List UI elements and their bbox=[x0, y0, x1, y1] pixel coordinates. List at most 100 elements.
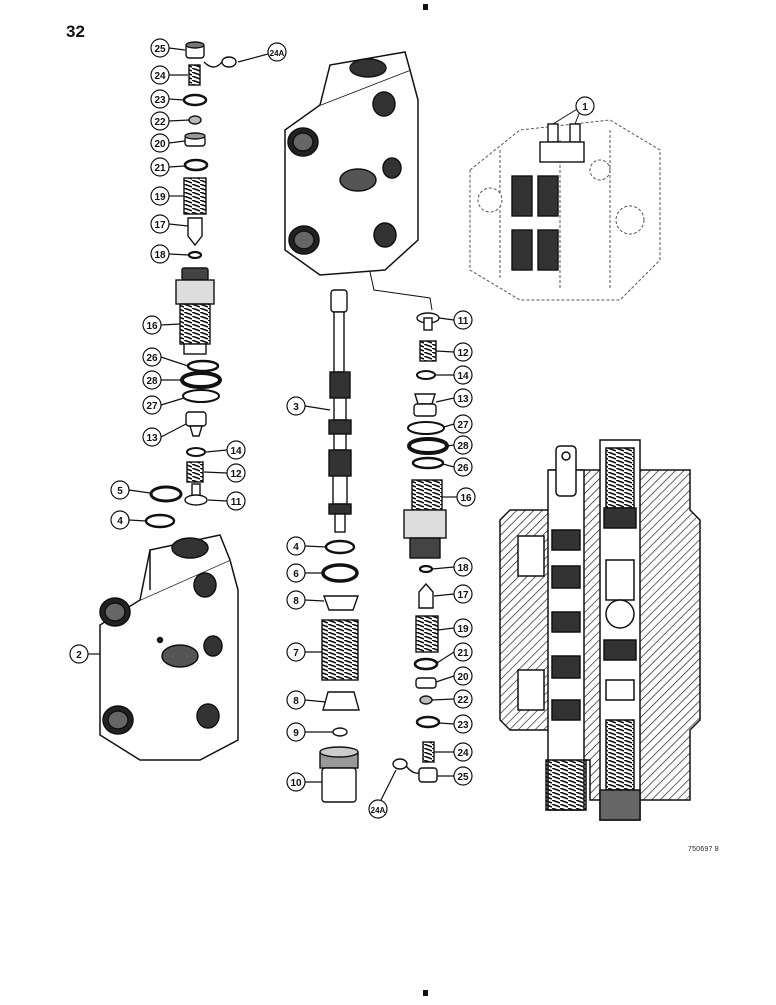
svg-text:27: 27 bbox=[457, 420, 469, 431]
registration-mark-bottom bbox=[423, 990, 428, 996]
part-14-oring-right bbox=[416, 370, 436, 380]
svg-text:7: 7 bbox=[293, 648, 299, 659]
registration-mark-top bbox=[423, 4, 428, 10]
callout-21: 21 bbox=[150, 157, 186, 177]
callout-12: 12 bbox=[203, 463, 246, 483]
svg-text:2: 2 bbox=[76, 650, 82, 661]
part-18-oring-right bbox=[418, 564, 434, 574]
part-16-body-right bbox=[403, 479, 447, 559]
part-18-oring bbox=[187, 250, 203, 260]
callout-16: 16 bbox=[142, 315, 181, 335]
callout-11-right: 11 bbox=[438, 310, 473, 330]
part-26-ring-right bbox=[411, 456, 445, 470]
callout-1: 1 bbox=[575, 96, 595, 116]
callout-9: 9 bbox=[286, 722, 333, 742]
part-20-plug-right bbox=[415, 677, 437, 689]
svg-text:27: 27 bbox=[146, 401, 158, 412]
callout-10: 10 bbox=[286, 772, 322, 792]
callout-11: 11 bbox=[207, 491, 246, 511]
part-13-plunger-right bbox=[413, 393, 437, 417]
svg-text:24: 24 bbox=[154, 71, 166, 82]
right-center-stack bbox=[392, 312, 449, 783]
callout-23: 23 bbox=[150, 89, 185, 109]
svg-text:19: 19 bbox=[154, 192, 166, 203]
part-7-spring bbox=[321, 619, 359, 681]
callout-13-right: 13 bbox=[435, 388, 473, 408]
part-16-body bbox=[175, 267, 215, 355]
svg-text:17: 17 bbox=[457, 590, 469, 601]
svg-text:12: 12 bbox=[230, 469, 242, 480]
svg-text:13: 13 bbox=[146, 433, 158, 444]
callout-20: 20 bbox=[150, 133, 186, 153]
valve-overview-solid bbox=[511, 105, 585, 271]
callout-22: 22 bbox=[150, 111, 190, 131]
svg-text:23: 23 bbox=[457, 720, 469, 731]
callout-14-right: 14 bbox=[435, 365, 473, 385]
callout-26-right: 26 bbox=[442, 457, 473, 477]
callout-16-right: 16 bbox=[442, 487, 476, 507]
callout-17-right: 17 bbox=[433, 584, 473, 604]
svg-text:24A: 24A bbox=[270, 49, 285, 58]
callout-4-center: 4 bbox=[286, 536, 327, 556]
part-13-plunger bbox=[185, 411, 207, 437]
callout-5: 5 bbox=[110, 480, 151, 500]
part-2-valve-section bbox=[99, 534, 239, 761]
callout-23-right: 23 bbox=[438, 714, 473, 734]
page-number: 32 bbox=[66, 22, 85, 41]
part-17-poppet bbox=[187, 217, 203, 247]
figure-code: 750697 8 bbox=[688, 846, 719, 853]
callout-17: 17 bbox=[150, 214, 189, 234]
svg-text:23: 23 bbox=[154, 95, 166, 106]
svg-text:8: 8 bbox=[293, 596, 299, 607]
callout-21-right: 21 bbox=[436, 642, 473, 664]
part-8-seat-top bbox=[323, 595, 359, 611]
svg-text:16: 16 bbox=[460, 493, 472, 504]
callout-27-right: 27 bbox=[443, 414, 473, 434]
part-5-washer bbox=[149, 485, 183, 503]
callout-22-right: 22 bbox=[431, 689, 473, 709]
svg-text:16: 16 bbox=[146, 321, 158, 332]
svg-text:18: 18 bbox=[457, 563, 469, 574]
callout-19: 19 bbox=[150, 186, 184, 206]
part-22-seat-right bbox=[419, 695, 433, 705]
left-stack bbox=[144, 41, 237, 529]
callout-28-right: 28 bbox=[446, 435, 473, 455]
svg-text:26: 26 bbox=[457, 463, 469, 474]
svg-text:19: 19 bbox=[457, 624, 469, 635]
part-27-ring bbox=[182, 389, 220, 403]
part-23-ring-right bbox=[415, 715, 441, 729]
part-11-poppet bbox=[184, 483, 208, 506]
callout-2: 2 bbox=[69, 644, 100, 664]
callout-24a: 24A bbox=[237, 42, 287, 63]
callout-20-right: 20 bbox=[435, 666, 473, 686]
svg-text:25: 25 bbox=[457, 772, 469, 783]
svg-text:6: 6 bbox=[293, 569, 299, 580]
callout-13: 13 bbox=[142, 423, 187, 447]
svg-text:11: 11 bbox=[231, 497, 242, 508]
svg-text:22: 22 bbox=[154, 117, 166, 128]
callout-25-right: 25 bbox=[437, 766, 473, 786]
svg-text:4: 4 bbox=[293, 542, 299, 553]
svg-text:13: 13 bbox=[457, 394, 469, 405]
callout-8-top: 8 bbox=[286, 590, 325, 610]
svg-text:12: 12 bbox=[457, 348, 469, 359]
callout-24: 24 bbox=[150, 65, 188, 85]
part-21-oring-right bbox=[413, 657, 439, 671]
callout-26: 26 bbox=[142, 347, 189, 367]
part-24a-nut-right bbox=[392, 758, 408, 770]
part-21-oring bbox=[183, 158, 209, 172]
svg-text:24: 24 bbox=[457, 748, 469, 759]
part-12-spring-right bbox=[419, 340, 437, 362]
svg-text:20: 20 bbox=[457, 672, 469, 683]
part-11-poppet-right bbox=[416, 312, 440, 331]
part-4-oring-center bbox=[324, 539, 356, 555]
callout-6: 6 bbox=[286, 563, 323, 583]
cross-section-view bbox=[499, 439, 701, 821]
svg-text:20: 20 bbox=[154, 139, 166, 150]
svg-text:17: 17 bbox=[154, 220, 166, 231]
part-8-seat-bottom bbox=[322, 691, 360, 711]
part-15-valve-section bbox=[284, 51, 419, 276]
part-25-cap-right bbox=[418, 767, 438, 783]
part-9-retainer bbox=[332, 727, 348, 737]
